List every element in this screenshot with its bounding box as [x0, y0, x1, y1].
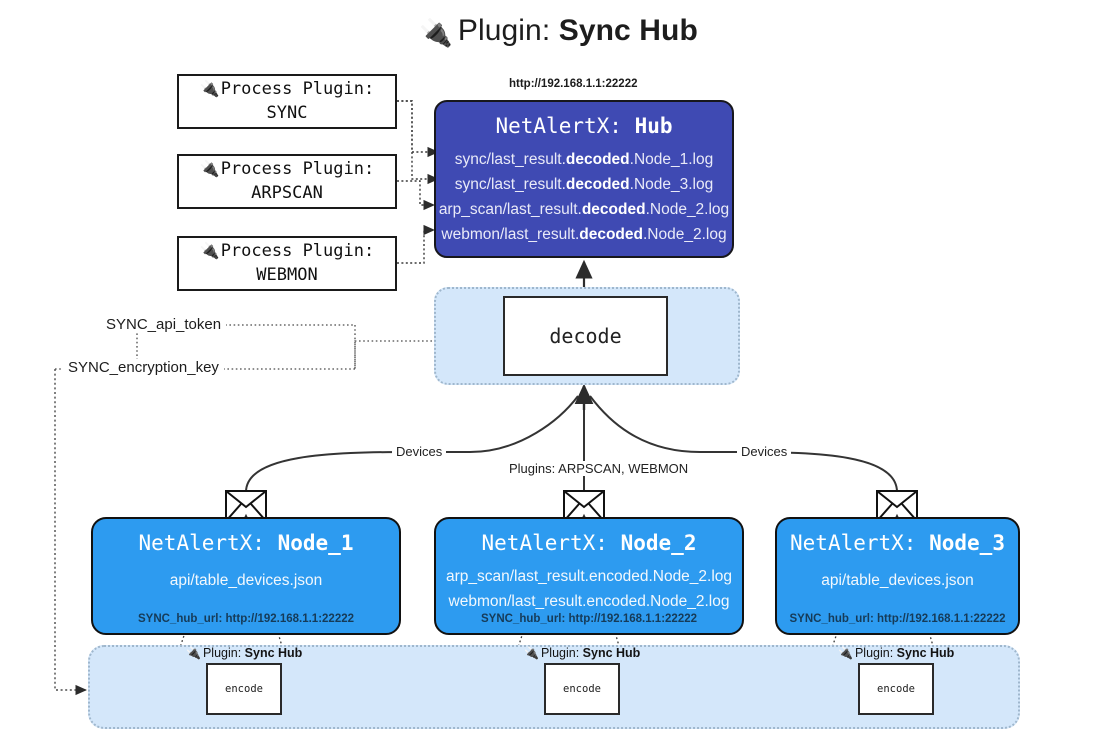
hub-logline: sync/last_result.decoded.Node_3.log	[454, 176, 714, 194]
hub-card[interactable]: NetAlertX: Hub sync/last_result.decoded.…	[434, 100, 734, 258]
node-title: NetAlertX: Node_3	[790, 531, 1005, 555]
page-title-prefix: Plugin:	[457, 14, 551, 47]
process-plugin-line2: ARPSCAN	[251, 182, 323, 203]
node-line: api/table_devices.json	[821, 572, 974, 589]
encode-box-node-3[interactable]: encode	[858, 663, 934, 715]
edge-label-devices-right: Devices	[737, 444, 792, 459]
edge-label-plugins-center: Plugins: ARPSCAN, WEBMON	[505, 461, 693, 476]
hub-logline: sync/last_result.decoded.Node_1.log	[454, 151, 714, 168]
process-plugin-box-webmon[interactable]: 🔌Process Plugin: WEBMON	[177, 236, 397, 291]
node-card-node-3[interactable]: NetAlertX: Node_3 api/table_devices.json…	[775, 517, 1020, 635]
plug-icon: 🔌	[199, 241, 220, 261]
page-title-name: Sync Hub	[558, 14, 698, 47]
node-line: api/table_devices.json	[169, 572, 323, 589]
process-plugin-line1: 🔌Process Plugin:	[199, 79, 375, 100]
hub-logline: arp_scan/last_result.decoded.Node_2.log	[438, 201, 730, 219]
hub-title: NetAlertX: Hub	[495, 114, 673, 138]
plug-icon: 🔌	[524, 646, 539, 660]
plugin-tag-node-1: 🔌Plugin: Sync Hub	[186, 646, 303, 660]
node-title: NetAlertX: Node_1	[138, 531, 354, 555]
plugin-tag-node-3: 🔌Plugin: Sync Hub	[838, 646, 955, 660]
node-card-node-2[interactable]: NetAlertX: Node_2 arp_scan/last_result.e…	[434, 517, 744, 635]
process-plugin-line2: WEBMON	[256, 264, 318, 285]
process-plugin-line1: 🔌Process Plugin:	[199, 241, 375, 262]
encode-box-node-2[interactable]: encode	[544, 663, 620, 715]
decode-box[interactable]: decode	[503, 296, 668, 376]
node-line: arp_scan/last_result.encoded.Node_2.log	[445, 568, 733, 585]
plug-icon: 🔌	[838, 646, 853, 660]
node-footer: SYNC_hub_url: http://192.168.1.1:22222	[137, 613, 355, 625]
process-plugin-box-arpscan[interactable]: 🔌Process Plugin: ARPSCAN	[177, 154, 397, 209]
process-plugin-box-sync[interactable]: 🔌Process Plugin: SYNC	[177, 74, 397, 129]
process-plugin-line2: SYNC	[266, 102, 308, 123]
process-plugin-line1: 🔌Process Plugin:	[199, 159, 375, 180]
plugin-tag-node-2: 🔌Plugin: Sync Hub	[524, 646, 641, 660]
plug-icon: 🔌	[419, 18, 453, 48]
page-title: 🔌Plugin: Sync Hub	[0, 14, 1117, 49]
node-line: webmon/last_result.encoded.Node_2.log	[448, 592, 730, 610]
node-card-node-1[interactable]: NetAlertX: Node_1 api/table_devices.json…	[91, 517, 401, 635]
hub-url-label: http://192.168.1.1:22222	[509, 78, 638, 90]
encode-box-node-1[interactable]: encode	[206, 663, 282, 715]
node-footer: SYNC_hub_url: http://192.168.1.1:22222	[789, 613, 1006, 625]
node-title: NetAlertX: Node_2	[481, 531, 697, 555]
edge-label-devices-left: Devices	[392, 444, 447, 459]
plug-icon: 🔌	[199, 79, 220, 99]
hub-logline: webmon/last_result.decoded.Node_2.log	[441, 226, 727, 244]
plug-icon: 🔌	[186, 646, 201, 660]
plug-icon: 🔌	[199, 159, 220, 179]
sync-encryption-key-label: SYNC_encryption_key	[63, 359, 224, 376]
sync-api-token-label: SYNC_api_token	[101, 316, 227, 333]
node-footer: SYNC_hub_url: http://192.168.1.1:22222	[480, 613, 698, 625]
